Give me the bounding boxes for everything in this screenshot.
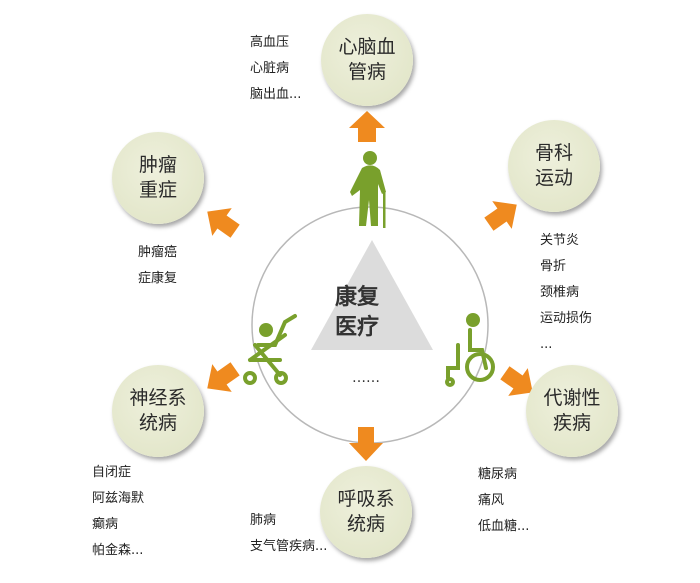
node-title-line1: 代谢性 (543, 387, 601, 409)
list-item: 阿兹海默 (92, 491, 145, 506)
neuro-list: 自闭症 阿兹海默 癫病 帕金森... (92, 460, 144, 564)
list-item: 肿瘤癌 (138, 245, 178, 260)
respiratory-list: 肺病 支气管疾病... (250, 508, 327, 560)
list-item: 癫病 (92, 517, 119, 532)
stroller-icon (243, 314, 297, 385)
list-item: 颈椎病 (540, 285, 580, 300)
arrow-up-icon (349, 111, 385, 142)
metabolic-list: 糖尿病 痛风 低血糖... (478, 462, 529, 540)
node-title-line2: 疾病 (552, 412, 591, 434)
list-item: 痛风 (478, 493, 505, 508)
center-more: …… (352, 370, 380, 386)
arrow-downright-icon (500, 366, 533, 396)
node-title-line2: 统病 (346, 513, 385, 535)
node-oncology: 肿瘤 重症 (112, 132, 204, 224)
list-item: 糖尿病 (478, 467, 518, 482)
node-neurological: 神经系 统病 (112, 365, 204, 457)
list-item: 关节炎 (540, 233, 580, 248)
arrow-down-icon (349, 427, 383, 461)
arrow-upright-icon (484, 201, 517, 231)
node-title-line2: 统病 (138, 412, 177, 434)
elderly-person-icon (350, 151, 386, 228)
node-title-line2: 管病 (347, 61, 386, 83)
wheelchair-icon (445, 313, 495, 387)
node-title-line1: 神经系 (129, 387, 187, 409)
list-item: 低血糖... (478, 519, 530, 534)
list-item: 症康复 (138, 271, 178, 286)
center-label: 康复 医疗 (335, 283, 379, 343)
list-item: 自闭症 (92, 465, 132, 480)
list-item: 骨折 (540, 259, 567, 274)
arrow-upleft-icon (207, 208, 240, 238)
list-item: 运动损伤 (540, 311, 593, 326)
list-item: 高血压 (250, 35, 290, 50)
list-item: 心脏病 (250, 61, 290, 76)
node-orthopedic: 骨科 运动 (508, 120, 600, 212)
node-respiratory: 呼吸系 统病 (320, 466, 412, 558)
ortho-list: 关节炎 骨折 颈椎病 运动损伤 ... (540, 228, 592, 358)
center-line1: 康复 (335, 285, 380, 310)
list-item: ... (540, 337, 553, 352)
arrow-downleft-icon (207, 362, 240, 392)
list-item: 帕金森... (92, 543, 144, 558)
node-title-line2: 运动 (534, 167, 573, 189)
list-item: 脑出血... (250, 87, 302, 102)
oncology-list: 肿瘤癌 症康复 (138, 240, 177, 292)
node-cardiovascular: 心脑血 管病 (321, 14, 413, 106)
node-title-line1: 呼吸系 (337, 488, 395, 510)
node-title-line1: 肿瘤 (138, 154, 177, 176)
list-item: 肺病 (250, 513, 277, 528)
node-metabolic: 代谢性 疾病 (526, 365, 618, 457)
cardio-list: 高血压 心脏病 脑出血... (250, 30, 301, 108)
list-item: 支气管疾病... (250, 539, 328, 554)
node-title-line1: 骨科 (534, 142, 573, 164)
center-line2: 医疗 (335, 315, 380, 340)
node-title-line1: 心脑血 (338, 36, 396, 58)
center-triangle (311, 240, 433, 350)
node-title-line2: 重症 (138, 179, 177, 201)
